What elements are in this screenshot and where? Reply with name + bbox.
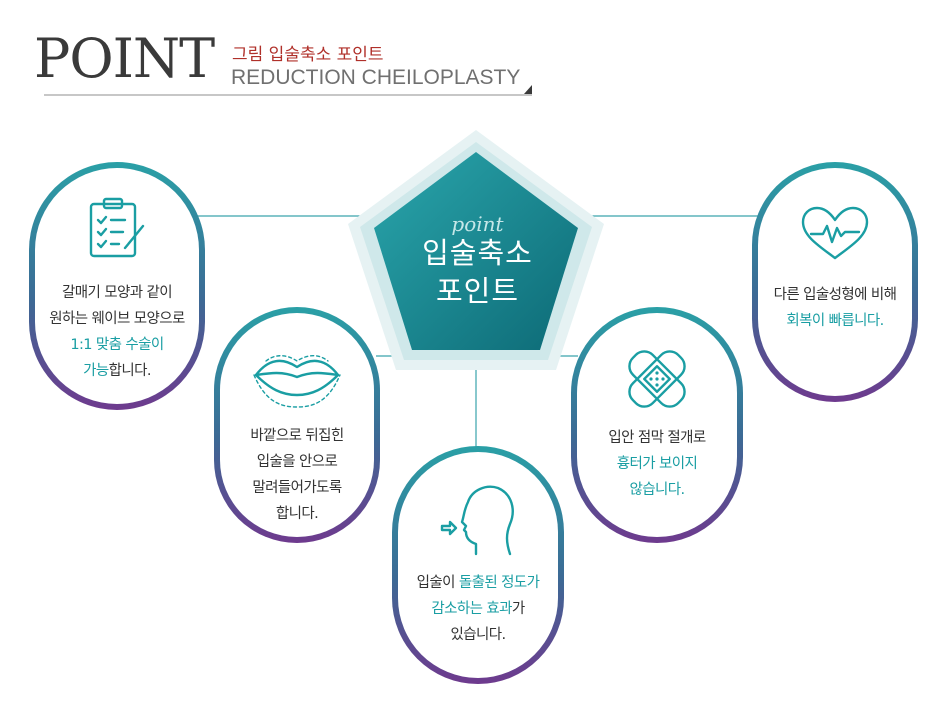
point-card-3: 입술이 돌출된 정도가 감소하는 효과가 있습니다.: [392, 446, 564, 684]
subtitle-korean: 그림 입술축소 포인트: [232, 45, 384, 65]
point-card-2: 바깥으로 뒤집힌 입술을 안으로 말려들어가도록 합니다.: [214, 307, 380, 543]
center-title-line1: 입술축소: [422, 236, 533, 270]
point-card-4: 입안 점막 절개로 흉터가 보이지 않습니다.: [571, 307, 743, 543]
page-title: POINT: [34, 27, 215, 90]
center-label: point: [451, 212, 504, 236]
point-text-2: 바깥으로 뒤집힌 입술을 안으로 말려들어가도록 합니다.: [250, 428, 344, 522]
lips-icon: [253, 355, 341, 408]
clipboard-checklist-icon: [89, 197, 145, 258]
center-title: point 입술축소 포인트: [400, 214, 555, 310]
point-card-1: 갈매기 모양과 같이 원하는 웨이브 모양으로 1:1 맞춤 수술이 가능합니다…: [29, 162, 205, 410]
point-text-4: 입안 점막 절개로 흉터가 보이지 않습니다.: [608, 430, 706, 498]
point-text-3: 입술이 돌출된 정도가 감소하는 효과가 있습니다.: [416, 575, 540, 643]
point-text-5: 다른 입술성형에 비해 회복이 빠릅니다.: [773, 287, 897, 329]
point-card-5: 다른 입술성형에 비해 회복이 빠릅니다.: [752, 162, 918, 402]
header-divider: [44, 94, 532, 96]
face-profile-icon: [440, 485, 514, 556]
subtitle-english: REDUCTION CHEILOPLASTY: [231, 66, 521, 89]
pentagon-center: [374, 152, 578, 350]
header-divider-tick: [524, 85, 532, 94]
point-text-1: 갈매기 모양과 같이 원하는 웨이브 모양으로 1:1 맞춤 수술이 가능합니다…: [49, 285, 185, 379]
heart-pulse-icon: [801, 206, 869, 260]
bandage-icon: [628, 350, 686, 408]
center-title-line2: 포인트: [435, 274, 520, 308]
